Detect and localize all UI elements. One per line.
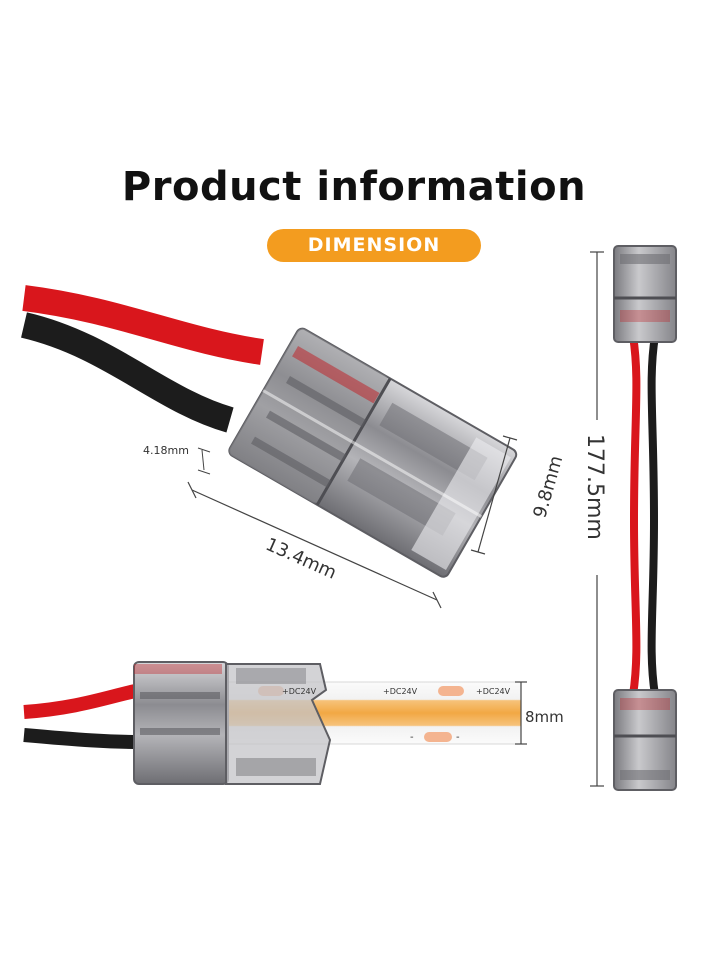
black-wire-bottom: [23, 728, 141, 749]
pin-pitch-dimension: [197, 447, 211, 475]
bottom-connector: [613, 689, 677, 791]
red-wire-bottom: [23, 683, 142, 719]
length-label: 13.4mm: [262, 534, 339, 584]
width-dimension: [470, 435, 518, 555]
strip-marking-minus-2: -: [456, 732, 460, 743]
width-label: 9.8mm: [530, 453, 568, 520]
strip-marking-3: +DC24V: [476, 687, 511, 696]
main-connector-illustration: [20, 285, 518, 578]
red-wire: [22, 285, 264, 365]
cable-assembly-illustration: [613, 245, 677, 791]
pin-pitch-label: 4.18mm: [143, 444, 189, 457]
strip-marking-2: +DC24V: [383, 687, 418, 696]
vertical-black-wire: [647, 335, 659, 696]
strip-width-dimension: [515, 681, 527, 745]
black-wire: [20, 312, 234, 433]
cable-length-dimension: [590, 251, 604, 787]
top-connector: [613, 245, 677, 343]
cable-length-label: 177.5mm: [582, 434, 607, 540]
page-title: Product information: [121, 164, 587, 210]
strip-connector-body: [133, 661, 229, 785]
strip-marking-1: +DC24V: [282, 687, 317, 696]
strip-connector-illustration: [23, 661, 522, 785]
length-dimension: [187, 481, 442, 609]
strip-width-label: 8mm: [525, 708, 564, 726]
dimension-badge: DIMENSION: [267, 229, 481, 262]
strip-connector-clip: [225, 663, 332, 785]
strip-marking-minus-1: -: [410, 732, 414, 743]
vertical-red-wire: [629, 335, 641, 696]
